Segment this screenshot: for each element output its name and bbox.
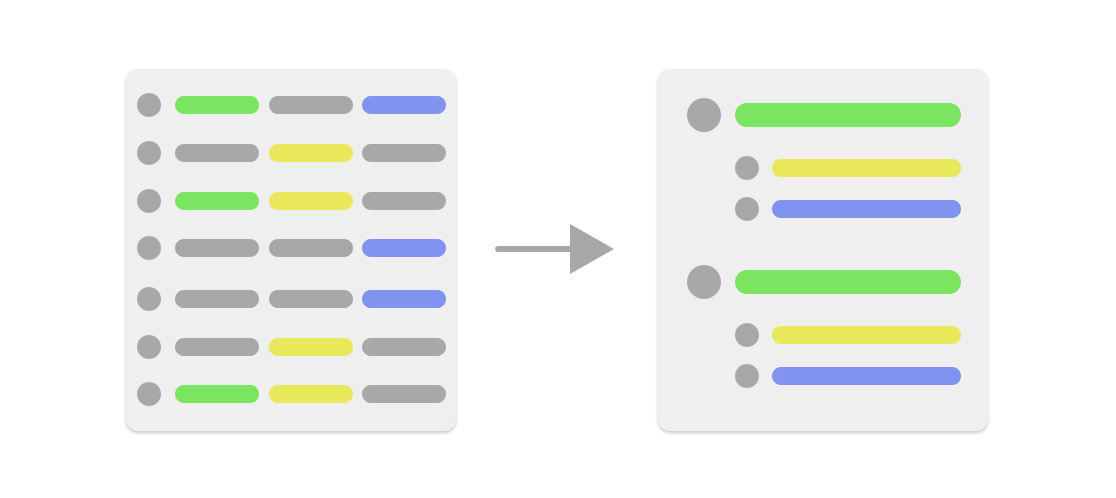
row-cell-bar bbox=[175, 96, 259, 114]
row-dot bbox=[137, 382, 161, 406]
group-header-bar bbox=[735, 270, 961, 294]
row-cell-bar bbox=[362, 192, 446, 210]
group-child-bar bbox=[772, 367, 961, 385]
row-cell-bar bbox=[362, 290, 446, 308]
row-cell-bar bbox=[362, 385, 446, 403]
group-child-dot bbox=[735, 323, 759, 347]
grouped-view-card bbox=[658, 69, 988, 431]
row-cell-bar bbox=[175, 192, 259, 210]
row-cell-bar bbox=[175, 290, 259, 308]
row-cell-bar bbox=[175, 239, 259, 257]
source-table-card bbox=[126, 69, 456, 431]
row-cell-bar bbox=[175, 144, 259, 162]
row-dot bbox=[137, 93, 161, 117]
row-cell-bar bbox=[269, 290, 353, 308]
row-cell-bar bbox=[269, 192, 353, 210]
group-header-bar bbox=[735, 103, 961, 127]
row-cell-bar bbox=[362, 338, 446, 356]
group-child-dot bbox=[735, 364, 759, 388]
row-cell-bar bbox=[269, 385, 353, 403]
row-dot bbox=[137, 141, 161, 165]
row-cell-bar bbox=[269, 144, 353, 162]
row-cell-bar bbox=[362, 144, 446, 162]
row-cell-bar bbox=[269, 239, 353, 257]
group-child-bar bbox=[772, 159, 961, 177]
group-child-dot bbox=[735, 156, 759, 180]
arrow-head bbox=[570, 224, 614, 274]
right-arrow-icon bbox=[495, 224, 614, 274]
row-dot bbox=[137, 189, 161, 213]
row-cell-bar bbox=[269, 96, 353, 114]
group-child-dot bbox=[735, 197, 759, 221]
group-header-dot bbox=[687, 265, 721, 299]
row-cell-bar bbox=[362, 96, 446, 114]
group-header-dot bbox=[687, 98, 721, 132]
row-cell-bar bbox=[175, 385, 259, 403]
row-dot bbox=[137, 287, 161, 311]
row-dot bbox=[137, 236, 161, 260]
row-dot bbox=[137, 335, 161, 359]
row-cell-bar bbox=[269, 338, 353, 356]
row-cell-bar bbox=[175, 338, 259, 356]
row-cell-bar bbox=[362, 239, 446, 257]
group-child-bar bbox=[772, 326, 961, 344]
group-child-bar bbox=[772, 200, 961, 218]
